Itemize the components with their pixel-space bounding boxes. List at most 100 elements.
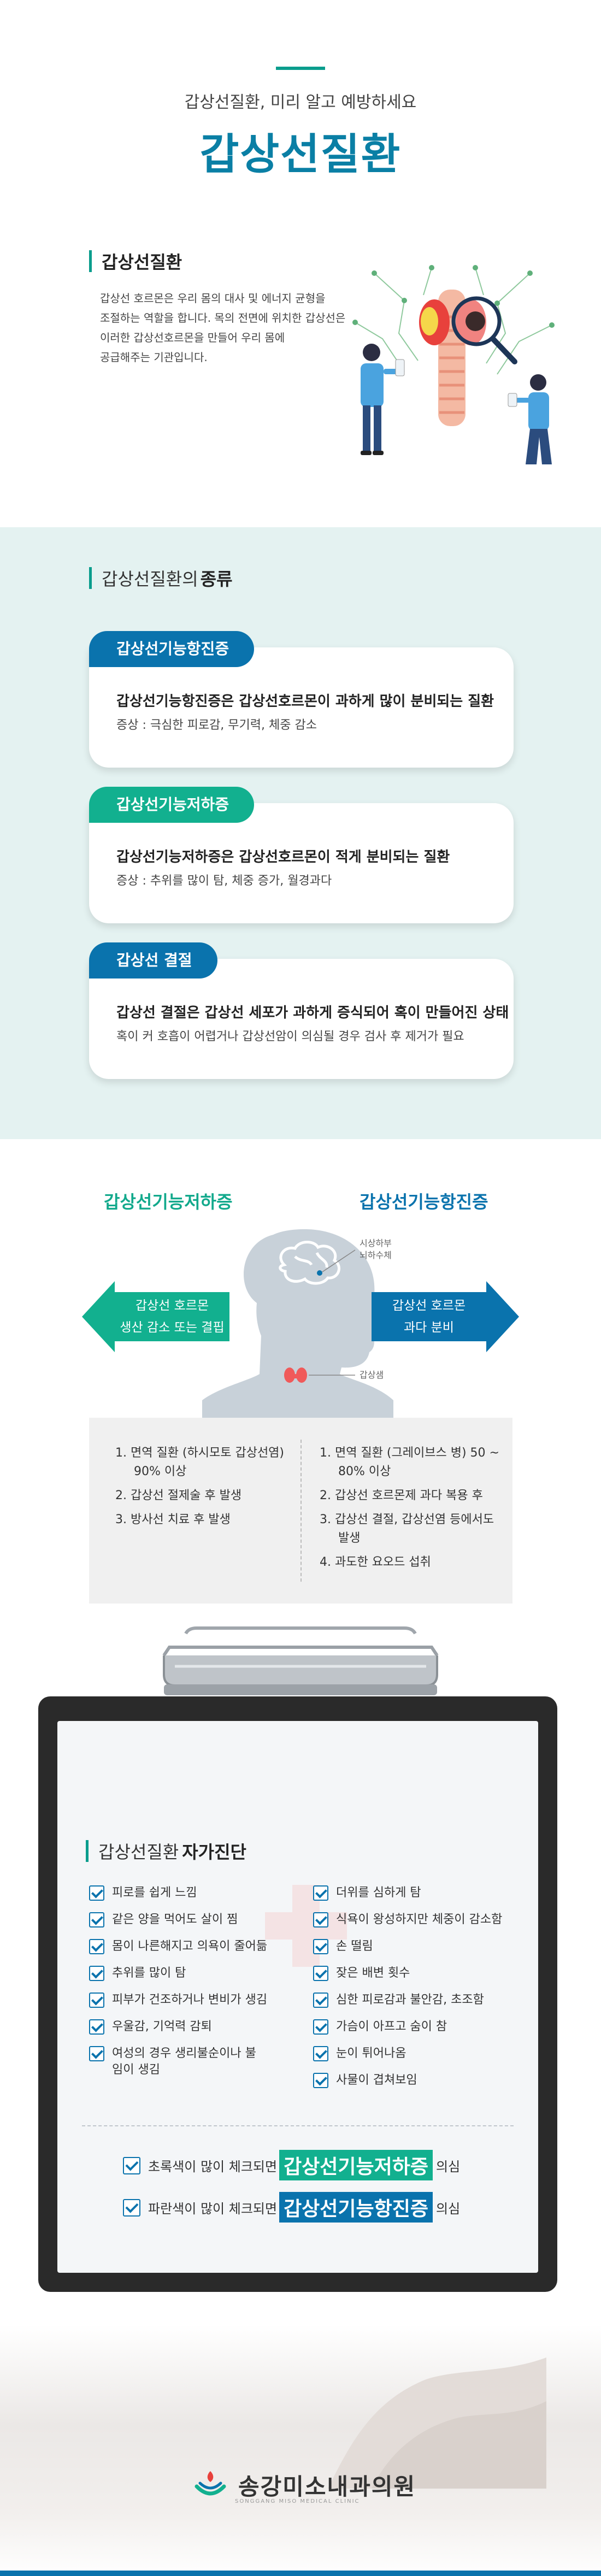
clinic-logo-icon [195, 2471, 226, 2496]
checklist-item[interactable]: 사물이 겹쳐보임 [313, 2072, 521, 2089]
checklist-item-label: 피로를 쉽게 느낌 [112, 1886, 197, 1900]
checklist-item-label: 더위를 심하게 탐 [336, 1886, 421, 1900]
intro-heading: 갑상선질환 [89, 249, 182, 274]
intro-line: 갑상선 호르몬은 우리 몸의 대사 및 에너지 균형을 [100, 292, 326, 305]
clinic-logo: 송강미소내과의원 [192, 2467, 416, 2503]
checkbox-checked-icon[interactable] [313, 1966, 328, 1981]
intro-heading-text: 갑상선질환 [102, 252, 182, 273]
checkbox-checked-icon[interactable] [89, 1912, 104, 1927]
result-hypothyroidism: 초록색이 많이 체크되면 갑상선기능저하증 의심 [123, 2150, 460, 2180]
checklist-item-label: 피부가 건조하거나 변비가 생김 [112, 1993, 268, 2007]
disease-types-section: 갑상선질환의 종류 갑상선기능항진증 갑상선기능항진증은 갑상선호르몬이 과하게… [0, 527, 601, 1139]
checklist-item[interactable]: 손 떨림 [313, 1938, 521, 1955]
cause-item: 3. 갑상선 결절, 갑상선염 등에서도 발생 [320, 1513, 494, 1545]
brain-label: 시상하부 뇌하수체 [360, 1237, 392, 1262]
thyroid-diagram-section: 갑상선기능저하증 갑상선기능항진증 갑상선 [0, 1139, 601, 1614]
bottom-band [0, 2571, 601, 2576]
checkbox-checked-icon[interactable] [313, 2019, 328, 2035]
checklist-item[interactable]: 몸이 나른해지고 의욕이 줄어듦 [89, 1938, 297, 1955]
result-suffix: 의심 [436, 2159, 461, 2174]
checkbox-checked-icon [123, 2198, 140, 2217]
checkbox-checked-icon[interactable] [89, 1939, 104, 1954]
intro-line: 조절하는 역할을 합니다. 목의 전면에 위치한 갑상선은 [100, 311, 346, 325]
hypothyroidism-title: 갑상선기능저하증 [104, 1192, 233, 1212]
checklist-item[interactable]: 더위를 심하게 탐 [313, 1885, 521, 1901]
checkbox-checked-icon [123, 2156, 140, 2174]
type-card-symptoms: 혹이 커 호흡이 어렵거나 갑상선암이 의심될 경우 검사 후 제거가 필요 [116, 1030, 464, 1044]
checklist-item[interactable]: 추위를 많이 탐 [89, 1965, 297, 1982]
left-arrow-icon [82, 1281, 229, 1352]
checkbox-checked-icon[interactable] [89, 1885, 104, 1901]
types-heading: 갑상선질환의 종류 [89, 565, 233, 591]
result-highlight: 갑상선기능저하증 [279, 2150, 433, 2180]
brain-label-line: 시상하부 [360, 1238, 392, 1248]
cause-item: 1. 면역 질환 (그레이브스 병) 50 ~ 80% 이상 [320, 1446, 499, 1478]
heading-accent-bar [89, 250, 92, 272]
checklist-item-label: 몸이 나른해지고 의욕이 줄어듦 [112, 1940, 268, 1953]
checklist-item[interactable]: 피로를 쉽게 느낌 [89, 1885, 297, 1901]
brain-icon [279, 1241, 340, 1285]
hypothyroidism-checklist: 피로를 쉽게 느낌 같은 양을 먹어도 살이 찜 몸이 나른해지고 의욕이 줄어… [89, 1885, 297, 2089]
selfcheck-heading-bold: 자가진단 [182, 1842, 246, 1862]
type-card-tag: 갑상선기능항진증 [89, 631, 255, 667]
hyperthyroidism-causes: 1. 면역 질환 (그레이브스 병) 50 ~ 80% 이상 2. 갑상선 호르… [320, 1444, 500, 1577]
checkbox-checked-icon[interactable] [89, 2046, 104, 2061]
checklist-item[interactable]: 같은 양을 먹어도 살이 찜 [89, 1912, 297, 1928]
checklist-item[interactable]: 잦은 배변 횟수 [313, 1965, 521, 1982]
checkbox-checked-icon[interactable] [89, 2019, 104, 2035]
checklist-item-label: 같은 양을 먹어도 살이 찜 [112, 1913, 238, 1926]
cause-item: 4. 과도한 요오드 섭취 [320, 1555, 431, 1569]
checklist-item[interactable]: 피부가 건조하거나 변비가 생김 [89, 1992, 297, 2008]
doctors-thyroid-illustration [352, 265, 555, 464]
checkbox-checked-icon[interactable] [313, 1993, 328, 2008]
intro-line: 공급해주는 기관입니다. [100, 351, 208, 364]
intro-text: 갑상선 호르몬은 우리 몸의 대사 및 에너지 균형을 조절하는 역할을 합니다… [100, 288, 384, 367]
result-prefix: 초록색이 많이 체크되면 [148, 2159, 278, 2174]
heading-accent-bar [89, 567, 92, 589]
brain-label-line: 뇌하수체 [360, 1250, 392, 1260]
type-card-nodule: 갑상선 결절 갑상선 결절은 갑상선 세포가 과하게 증식되어 혹이 만들어진 … [89, 942, 514, 1079]
cause-item: 1. 면역 질환 (하시모토 갑상선염) 90% 이상 [115, 1446, 285, 1478]
right-arrow-line: 과다 분비 [404, 1321, 454, 1335]
clinic-name: 송강미소내과의원 [238, 2473, 416, 2500]
right-arrow-icon [372, 1281, 519, 1352]
causes-divider [300, 1440, 302, 1582]
checkbox-checked-icon[interactable] [313, 1939, 328, 1954]
checkbox-checked-icon[interactable] [89, 1966, 104, 1981]
checklist-item[interactable]: 눈이 튀어나옴 [313, 2046, 521, 2062]
hyperthyroidism-checklist: 더위를 심하게 탐 식욕이 왕성하지만 체중이 감소함 손 떨림 잦은 배변 횟… [313, 1885, 521, 2099]
checkbox-checked-icon[interactable] [89, 1993, 104, 2008]
thyroid-icon [284, 1367, 307, 1383]
type-card-description: 갑상선기능저하증은 갑상선호르몬이 적게 분비되는 질환 [116, 849, 450, 865]
hero-subtitle: 갑상선질환, 미리 알고 예방하세요 [184, 93, 417, 112]
checkbox-checked-icon[interactable] [313, 1912, 328, 1927]
causes-box: 1. 면역 질환 (하시모토 갑상선염) 90% 이상 2. 갑상선 절제술 후… [89, 1418, 512, 1604]
left-arrow-line: 갑상선 호르몬 [135, 1299, 209, 1313]
types-heading-prefix: 갑상선질환의 [102, 569, 198, 590]
hero-title: 갑상선질환 [199, 130, 402, 179]
clipboard-clip-icon [162, 1626, 439, 1695]
type-card-symptoms: 증상 : 추위를 많이 탐, 체중 증가, 월경과다 [116, 874, 332, 888]
checklist-item-label: 가슴이 아프고 숨이 참 [336, 2020, 447, 2033]
heading-accent-bar [86, 1840, 89, 1862]
checklist-item[interactable]: 우울감, 기억력 감퇴 [89, 2019, 297, 2035]
result-suffix: 의심 [436, 2201, 461, 2217]
type-card-hyperthyroidism: 갑상선기능항진증 갑상선기능항진증은 갑상선호르몬이 과하게 많이 분비되는 질… [89, 631, 514, 768]
checklist-item[interactable]: 심한 피로감과 불안감, 초조함 [313, 1992, 521, 2008]
type-card-symptoms: 증상 : 극심한 피로감, 무기력, 체중 감소 [116, 718, 317, 732]
checklist-item[interactable]: 여성의 경우 생리불순이나 불임이 생김 [89, 2046, 297, 2078]
checklist-item-label: 눈이 튀어나옴 [336, 2047, 406, 2060]
type-card-description: 갑상선기능항진증은 갑상선호르몬이 과하게 많이 분비되는 질환 [116, 693, 494, 710]
checklist-item-label: 추위를 많이 탐 [112, 1966, 186, 1980]
result-hyperthyroidism: 파란색이 많이 체크되면 갑상선기능항진증 의심 [123, 2192, 460, 2223]
checkbox-checked-icon[interactable] [313, 1885, 328, 1901]
types-heading-bold: 종류 [200, 569, 233, 590]
hyperthyroidism-title: 갑상선기능항진증 [360, 1192, 488, 1212]
hero-accent-bar [276, 67, 325, 70]
result-prefix: 파란색이 많이 체크되면 [148, 2201, 278, 2217]
checkbox-checked-icon[interactable] [313, 2046, 328, 2061]
checklist-item[interactable]: 식욕이 왕성하지만 체중이 감소함 [313, 1912, 521, 1928]
checklist-item[interactable]: 가슴이 아프고 숨이 참 [313, 2019, 521, 2035]
checkbox-checked-icon[interactable] [313, 2073, 328, 2088]
checklist-item-label: 식욕이 왕성하지만 체중이 감소함 [336, 1913, 503, 1926]
